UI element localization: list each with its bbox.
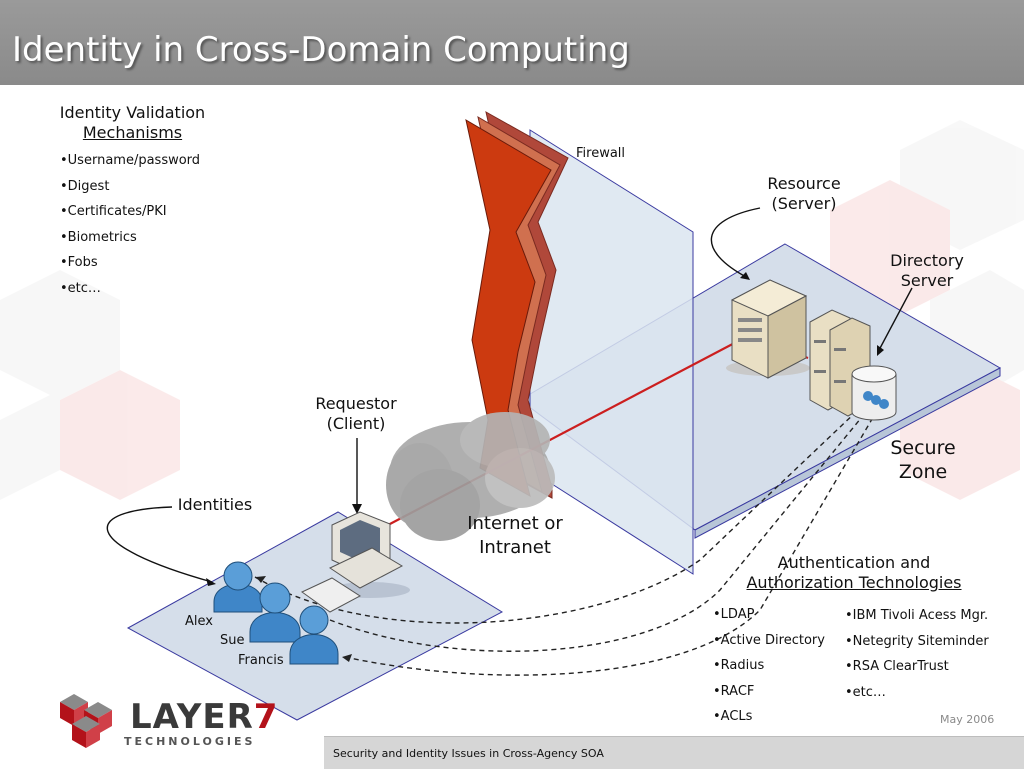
layer7-logo-icon xyxy=(60,694,112,748)
user-sue-icon xyxy=(249,582,301,643)
logo-wordmark: LAYER7 xyxy=(130,697,278,737)
logo-number: 7 xyxy=(253,697,279,737)
secure-label-line2: Zone xyxy=(898,461,948,483)
arrowhead-francis xyxy=(342,654,352,662)
internet-cloud xyxy=(386,412,555,541)
validation-heading-line1: Identity Validation xyxy=(59,103,206,122)
requestor-arrowhead xyxy=(352,504,362,514)
list-item: IBM Tivoli Acess Mgr. xyxy=(845,608,989,634)
directory-label-line1: Directory xyxy=(890,251,964,270)
list-item: Radius xyxy=(713,658,825,684)
list-item: Digest xyxy=(60,179,200,205)
list-item: LDAP xyxy=(713,607,825,633)
footer-text: Security and Identity Issues in Cross-Ag… xyxy=(333,747,604,760)
client-computer-icon xyxy=(301,511,410,613)
internet-label: Internet or Intranet xyxy=(446,512,584,560)
internet-label-line1: Internet or xyxy=(467,513,563,534)
validation-heading: Identity Validation Mechanisms xyxy=(40,103,225,143)
auth-technologies-list-1: LDAP Active Directory Radius RACF ACLs xyxy=(713,607,825,735)
secure-zone-plane-edge xyxy=(694,367,1001,539)
resource-label-line1: Resource xyxy=(767,174,841,193)
list-item: RSA ClearTrust xyxy=(845,659,989,685)
resource-server-label: Resource (Server) xyxy=(744,174,864,214)
identities-arrowhead xyxy=(206,578,216,586)
user-sue-label: Sue xyxy=(220,633,245,648)
list-item: Certificates/PKI xyxy=(60,204,200,230)
requestor-label-line1: Requestor xyxy=(315,394,397,413)
list-item: etc… xyxy=(60,281,200,307)
list-item: Netegrity Siteminder xyxy=(845,634,989,660)
firewall-glass-plane xyxy=(529,129,694,575)
validation-mechanisms-list: Username/password Digest Certificates/PK… xyxy=(60,153,200,307)
validation-heading-line2: Mechanisms xyxy=(82,123,183,142)
directory-arrowhead xyxy=(877,345,884,356)
resource-label-line2: (Server) xyxy=(771,194,837,213)
auth-heading-line1: Authentication and xyxy=(777,553,931,572)
secure-zone-label: Secure Zone xyxy=(878,436,968,484)
directory-database-icon xyxy=(851,365,897,421)
resource-callout-arrow xyxy=(710,207,761,279)
list-item: Active Directory xyxy=(713,633,825,659)
internet-label-line2: Intranet xyxy=(479,537,551,558)
list-item: RACF xyxy=(713,684,825,710)
arrowhead-alex xyxy=(256,576,266,583)
identities-callout-arrow xyxy=(106,506,213,583)
footer-date: May 2006 xyxy=(940,713,995,726)
title-bar: Identity in Cross-Domain Computing xyxy=(0,0,1024,85)
list-item: etc… xyxy=(845,685,989,711)
directory-server-label: Directory Server xyxy=(868,251,986,291)
firewall-label: Firewall xyxy=(576,146,626,161)
footer-bar: Security and Identity Issues in Cross-Ag… xyxy=(324,736,1024,769)
user-francis-icon xyxy=(289,605,339,665)
directory-label-line2: Server xyxy=(900,271,954,290)
logo-subtitle: TECHNOLOGIES xyxy=(124,735,256,748)
resource-server-icon xyxy=(726,279,810,379)
auth-heading: Authentication and Authorization Technol… xyxy=(722,553,986,593)
user-francis-label: Francis xyxy=(238,653,284,668)
user-alex-label: Alex xyxy=(185,614,213,629)
requestor-label: Requestor (Client) xyxy=(300,394,412,434)
user-alex-icon xyxy=(213,561,263,613)
directory-callout-arrow xyxy=(877,287,913,353)
logo-word: LAYER xyxy=(130,697,254,737)
auth-heading-line2: Authorization Technologies xyxy=(746,573,962,592)
page-title: Identity in Cross-Domain Computing xyxy=(12,30,630,70)
list-item: Fobs xyxy=(60,255,200,281)
list-item: Biometrics xyxy=(60,230,200,256)
resource-arrowhead xyxy=(740,272,750,280)
requestor-label-line2: (Client) xyxy=(326,414,386,433)
list-item: ACLs xyxy=(713,709,825,735)
identities-label: Identities xyxy=(177,495,253,514)
auth-technologies-list-2: IBM Tivoli Acess Mgr. Netegrity Sitemind… xyxy=(845,608,989,710)
list-item: Username/password xyxy=(60,153,200,179)
secure-label-line1: Secure xyxy=(890,437,956,459)
